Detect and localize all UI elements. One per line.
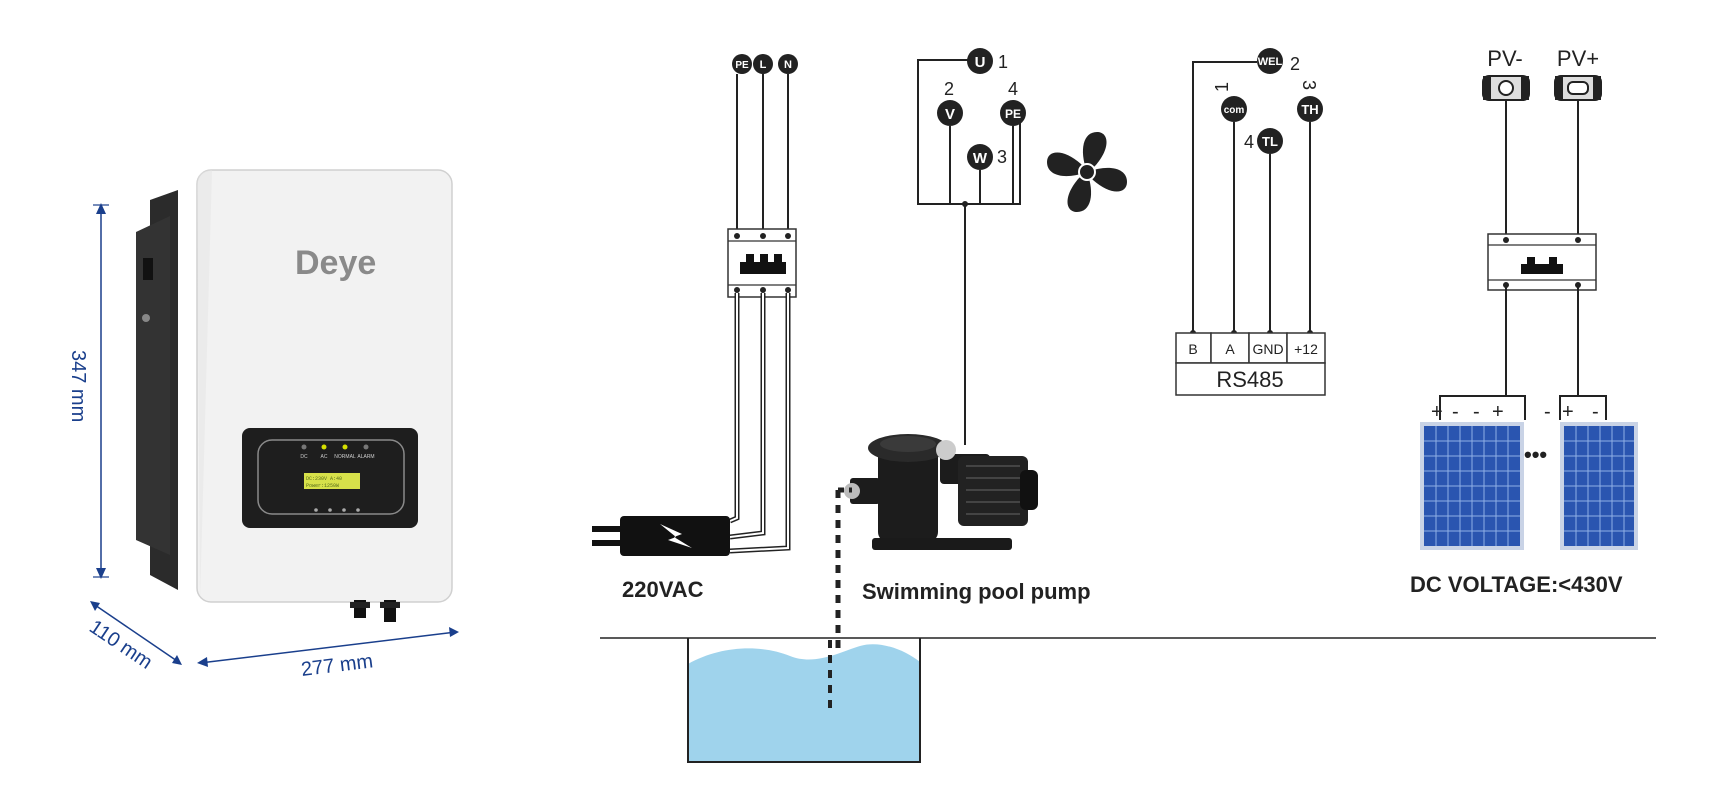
led-label-alarm: ALARM	[357, 454, 374, 460]
rs485-cell-gnd: GND	[1252, 341, 1283, 357]
rs485-cell-b: B	[1188, 341, 1197, 357]
svg-text:W: W	[973, 150, 988, 167]
pump-terminal-v: V 2	[937, 79, 963, 126]
pool	[687, 638, 921, 763]
height-label: 347 mm	[67, 350, 89, 422]
panel-ellipsis: •••	[1524, 442, 1547, 467]
pump-terminal-pe: PE 4	[1000, 79, 1026, 126]
ac-terminal-l: L	[753, 54, 773, 74]
ac-terminal-n: N	[778, 54, 798, 74]
inverter: Deye DC AC NORMAL ALARM DC:230V A:40 Pow…	[136, 169, 453, 622]
ac-label: 220VAC	[622, 577, 704, 602]
pump-section: U 1 V 2 PE 4 W 3	[835, 48, 1127, 720]
pv-breaker	[1487, 233, 1597, 291]
panel-button-4	[356, 508, 360, 512]
polarity-1: +	[1431, 401, 1443, 423]
polarity-3: -	[1473, 401, 1480, 423]
sensor-terminal-com: com 1	[1212, 82, 1247, 122]
sensor-section: WEL 2 com 1 TH 3 TL 4	[1175, 48, 1326, 396]
led-label-normal: NORMAL	[334, 454, 356, 460]
sensor-terminal-th: TH 3	[1297, 80, 1323, 122]
polarity-2: -	[1452, 401, 1459, 423]
pv-voltage-label: DC VOLTAGE:<430V	[1410, 572, 1623, 597]
svg-text:1: 1	[1212, 82, 1232, 92]
panel-button-1	[314, 508, 318, 512]
svg-text:1: 1	[998, 52, 1008, 72]
rs485-cell-12: +12	[1294, 341, 1318, 357]
svg-text:3: 3	[997, 147, 1007, 167]
ac-section: PE L N	[592, 54, 798, 602]
svg-text:PE: PE	[1005, 107, 1021, 121]
lcd-line1: DC:230V A:40	[306, 476, 342, 482]
polarity-7: -	[1592, 401, 1599, 423]
lcd-screen	[304, 473, 360, 489]
width-label: 277 mm	[300, 650, 374, 681]
svg-text:WEL: WEL	[1258, 56, 1283, 68]
svg-text:3: 3	[1299, 80, 1319, 90]
svg-text:L: L	[760, 59, 767, 71]
pool-pump	[844, 434, 1038, 550]
lcd-line2: Power:1250W	[306, 483, 339, 489]
led-dc	[301, 444, 307, 450]
led-normal	[342, 444, 348, 450]
svg-text:V: V	[945, 106, 955, 123]
polarity-6: +	[1562, 401, 1574, 423]
svg-text:TH: TH	[1301, 102, 1318, 117]
svg-text:U: U	[975, 54, 986, 71]
svg-text:2: 2	[944, 79, 954, 99]
led-label-ac: AC	[321, 454, 328, 460]
svg-text:2: 2	[1290, 54, 1300, 74]
led-alarm	[363, 444, 369, 450]
svg-text:4: 4	[1244, 132, 1254, 152]
led-label-dc: DC	[300, 454, 308, 460]
dimension-height: 347 mm	[67, 203, 109, 579]
polarity-4: +	[1492, 401, 1504, 423]
panel-button-3	[342, 508, 346, 512]
pv-plus-label: PV+	[1557, 46, 1599, 71]
pv-section: PV- PV+ + - -	[1410, 46, 1638, 597]
panel-button-2	[328, 508, 332, 512]
lightning-icon	[660, 524, 692, 548]
rs485-label: RS485	[1216, 367, 1283, 392]
pv-minus-connector	[1482, 75, 1530, 101]
pv-minus-label: PV-	[1487, 46, 1522, 71]
ac-plug	[592, 516, 730, 556]
bottom-connectors	[350, 600, 400, 622]
ac-terminal-pe: PE	[732, 54, 752, 74]
solar-panel-left	[1420, 422, 1524, 550]
led-ac	[321, 444, 327, 450]
fan-icon	[1047, 132, 1127, 212]
svg-text:N: N	[784, 59, 792, 71]
depth-label: 110 mm	[85, 616, 156, 674]
pump-terminal-w: W 3	[967, 144, 1007, 170]
rs485-cell-a: A	[1225, 341, 1235, 357]
dimension-depth: 110 mm	[85, 601, 182, 674]
pump-terminal-u: U 1	[967, 48, 1008, 74]
inverter-front	[196, 169, 453, 603]
pv-plus-connector	[1554, 75, 1602, 101]
rs485-block: B A GND +12 RS485	[1175, 332, 1326, 396]
svg-text:com: com	[1224, 105, 1245, 116]
svg-text:PE: PE	[735, 60, 749, 71]
sensor-terminal-tl: TL 4	[1244, 128, 1283, 154]
brand-logo: Deye	[295, 244, 376, 282]
pump-label: Swimming pool pump	[862, 579, 1091, 604]
solar-panel-right	[1560, 422, 1638, 550]
svg-text:4: 4	[1008, 79, 1018, 99]
polarity-5: -	[1544, 401, 1551, 423]
sensor-terminal-wel: WEL 2	[1257, 48, 1300, 74]
svg-text:TL: TL	[1262, 134, 1278, 149]
dimension-width: 277 mm	[197, 627, 459, 681]
